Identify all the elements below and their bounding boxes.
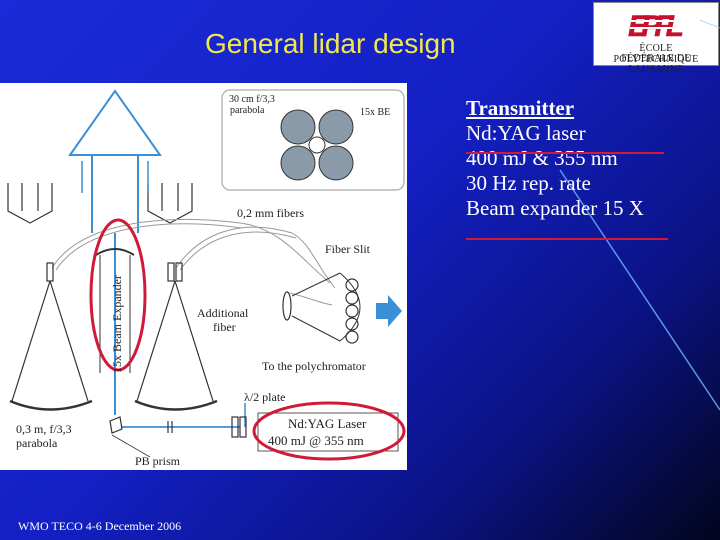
laser-label-2: 400 mJ @ 355 nm — [268, 433, 364, 448]
transmitter-block: Transmitter Nd:YAG laser 400 mJ & 355 nm… — [466, 96, 644, 221]
additional-fiber-label-1: Additional — [197, 306, 249, 320]
outgoing-beam-arrow — [68, 89, 162, 415]
slide-title: General lidar design — [205, 28, 456, 59]
transmitter-heading: Transmitter — [466, 96, 575, 120]
halfwave-plate-label: λ/2 plate — [244, 390, 285, 404]
lidar-diagram: 30 cm f/3,3 parabola 15x BE — [0, 83, 407, 470]
fibers-label: 0,2 mm fibers — [237, 206, 304, 220]
svg-text:EPFL: EPFL — [628, 10, 684, 41]
fiber-slit — [282, 272, 402, 344]
beam-expander-label: 15x Beam Expander — [110, 275, 124, 373]
beam-expander — [89, 218, 147, 373]
transmitter-item-laser: Nd:YAG laser — [466, 121, 586, 145]
laser-path — [109, 401, 406, 461]
fiber-slit-label: Fiber Slit — [325, 242, 371, 256]
parabola-label-1: 0,3 m, f/3,3 — [16, 422, 72, 436]
pb-prism-pointer — [111, 434, 151, 458]
logo-line-1: ÉCOLE POLYTECHNIQUE — [613, 43, 699, 65]
transmitter-item-energy: 400 mJ & 355 nm — [466, 146, 618, 170]
highlight-underline-laser — [466, 152, 664, 154]
epfl-logo-mark: EPFL — [626, 10, 686, 41]
transmitter-item-rep-rate: 30 Hz rep. rate — [466, 171, 591, 195]
additional-fiber-label-2: fiber — [213, 320, 236, 334]
polychromator-label: To the polychromator — [262, 359, 366, 373]
mirror-array-inset — [221, 89, 405, 191]
pb-prism-label: PB prism — [135, 454, 181, 468]
inset-label-1: 30 cm f/3,3 — [229, 94, 275, 105]
transmitter-item-beam-expander: Beam expander 15 X — [466, 196, 644, 220]
highlight-underline-expander — [466, 238, 668, 240]
laser-label-1: Nd:YAG Laser — [288, 416, 367, 431]
telescope-left — [9, 262, 93, 411]
inset-label-2: parabola — [230, 105, 265, 116]
return-light-arrows — [7, 183, 193, 224]
footer-text: WMO TECO 4-6 December 2006 — [18, 519, 182, 533]
telescope-right — [134, 262, 218, 411]
parabola-label-2: parabola — [16, 436, 58, 450]
inset-label-be: 15x BE — [360, 107, 390, 118]
logo-line-2: FÉDÉRALE DE LAUSANNE — [621, 53, 691, 75]
epfl-logo: EPFL ÉCOLE POLYTECHNIQUE FÉDÉRALE DE LAU… — [593, 2, 719, 75]
